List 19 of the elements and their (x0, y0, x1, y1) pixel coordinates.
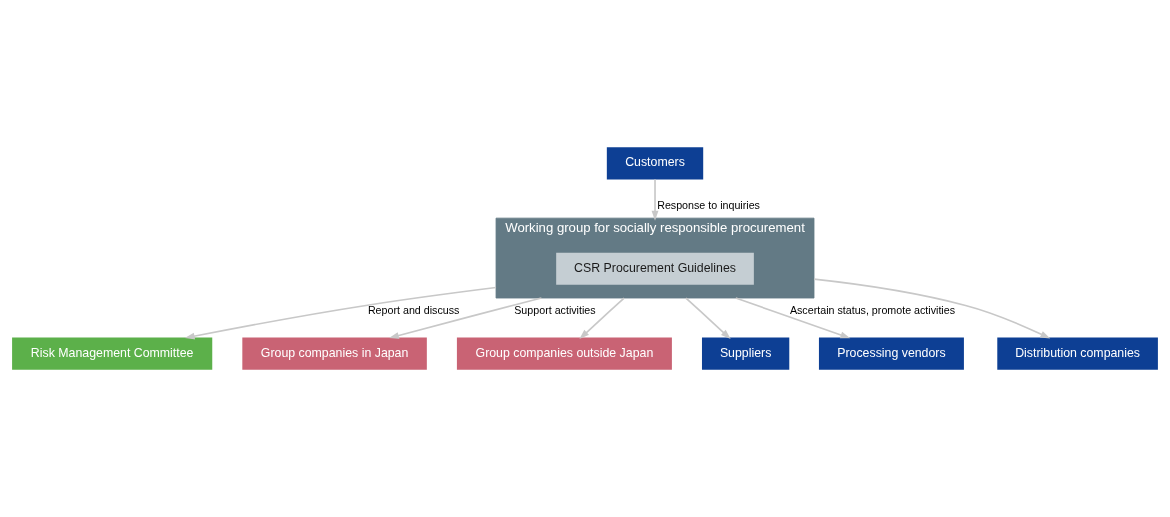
node-box: Customers (606, 147, 704, 180)
arrow (651, 178, 659, 221)
arrow (579, 297, 625, 340)
arrow (813, 278, 1051, 339)
node-box: Distribution companies (997, 337, 1158, 370)
edge-label: Report and discuss (367, 304, 460, 317)
node-box: Risk Management Committee (12, 337, 213, 370)
arrow (184, 286, 497, 340)
node-box: Group companies in Japan (242, 337, 427, 370)
node-box: Group companies outside Japan (456, 337, 672, 370)
node-box: CSR Procurement Guidelines (556, 252, 754, 285)
arrow (389, 297, 543, 339)
node-box: Suppliers (701, 337, 790, 370)
edge-label: Ascertain status, promote activities (789, 304, 956, 317)
node-box: Processing vendors (818, 337, 964, 370)
arrow (685, 297, 731, 340)
edge-label: Response to inquiries (657, 198, 760, 211)
edge-label: Support activities (514, 304, 596, 317)
arrow (734, 297, 851, 339)
